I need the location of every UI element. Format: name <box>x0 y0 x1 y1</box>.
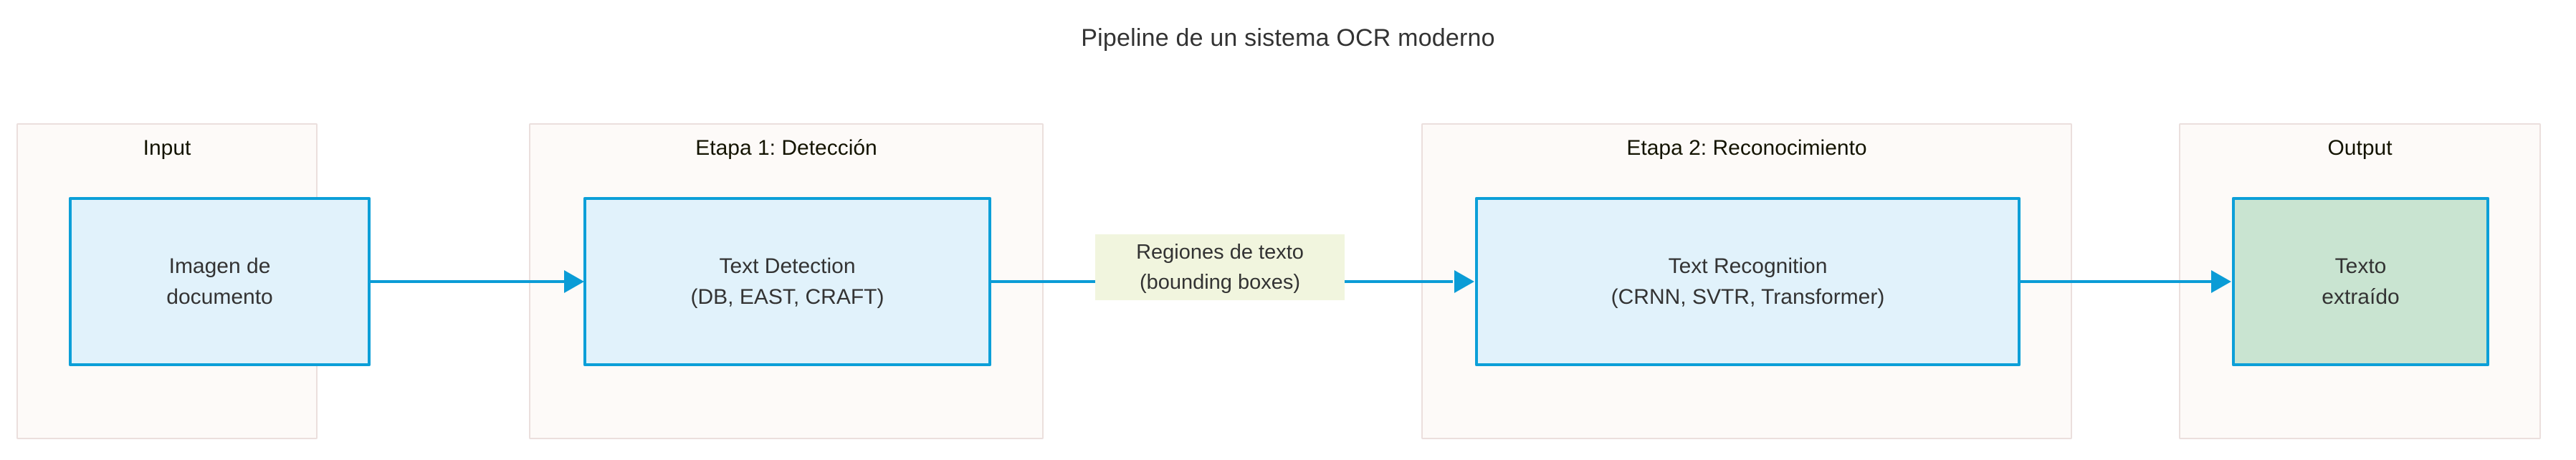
node-imagen-de-documento[interactable]: Imagen de documento <box>69 197 371 366</box>
node-output-line-1: Texto <box>2334 254 2387 278</box>
edge-detection-to-recognition-arrowhead-icon <box>1454 270 1474 293</box>
node-imagen-line-1: Imagen de <box>168 254 271 278</box>
edge-label-line-2: (bounding boxes) <box>1139 271 1301 294</box>
edge-label-regiones-de-texto: Regiones de texto (bounding boxes) <box>1095 234 1345 301</box>
cluster-output-label: Output <box>2327 136 2393 160</box>
node-texto-extraido[interactable]: Texto extraído <box>2232 197 2489 366</box>
cluster-stage2-label: Etapa 2: Reconocimiento <box>1626 136 1867 160</box>
page-title: Pipeline de un sistema OCR moderno <box>1081 24 1495 52</box>
node-recognition-line-1: Text Recognition <box>1668 254 1828 278</box>
node-text-detection[interactable]: Text Detection (DB, EAST, CRAFT) <box>583 197 991 366</box>
edge-label-line-1: Regiones de texto <box>1136 241 1304 264</box>
edge-image-to-detection-arrowhead-icon <box>564 270 584 293</box>
cluster-stage1-label: Etapa 1: Detección <box>695 136 877 160</box>
node-imagen-line-2: documento <box>166 285 273 309</box>
node-recognition-line-2: (CRNN, SVTR, Transformer) <box>1611 285 1885 309</box>
node-text-recognition[interactable]: Text Recognition (CRNN, SVTR, Transforme… <box>1475 197 2021 366</box>
edge-recognition-to-output-arrowhead-icon <box>2211 270 2231 293</box>
node-output-line-2: extraído <box>2322 285 2400 309</box>
node-detection-line-2: (DB, EAST, CRAFT) <box>690 285 884 309</box>
edge-recognition-to-output-line <box>2021 280 2211 283</box>
edge-image-to-detection-line <box>371 280 566 283</box>
node-detection-line-1: Text Detection <box>719 254 856 278</box>
cluster-input-label: Input <box>143 136 191 160</box>
